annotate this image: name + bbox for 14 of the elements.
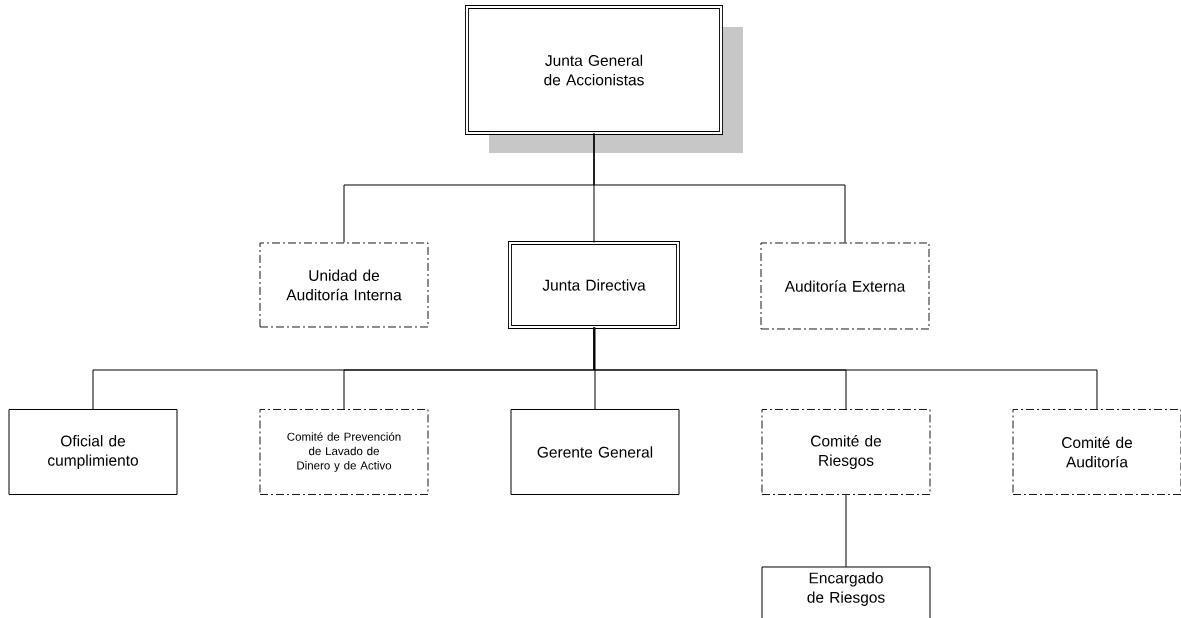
org-box: Comité de Riesgos (761, 409, 931, 495)
org-box: Comité de Auditoría (1012, 409, 1181, 495)
org-box: Comité de Prevención de Lavado de Dinero y de Activo (259, 409, 429, 495)
connector-line (845, 494, 847, 568)
org-box: Junta General de Accionistas (465, 5, 743, 153)
connector-line (594, 326, 596, 410)
org-box: Junta Directiva (508, 241, 680, 329)
org-box: Encargado de Riesgos (761, 566, 931, 618)
connector-line (593, 326, 1098, 410)
org-box: Oficial de cumplimiento (8, 409, 178, 495)
org-box: Unidad de Auditoría Interna (259, 242, 429, 328)
connector-line (593, 132, 846, 244)
org-box: Gerente General (510, 409, 680, 495)
org-box: Auditoría Externa (760, 242, 930, 330)
